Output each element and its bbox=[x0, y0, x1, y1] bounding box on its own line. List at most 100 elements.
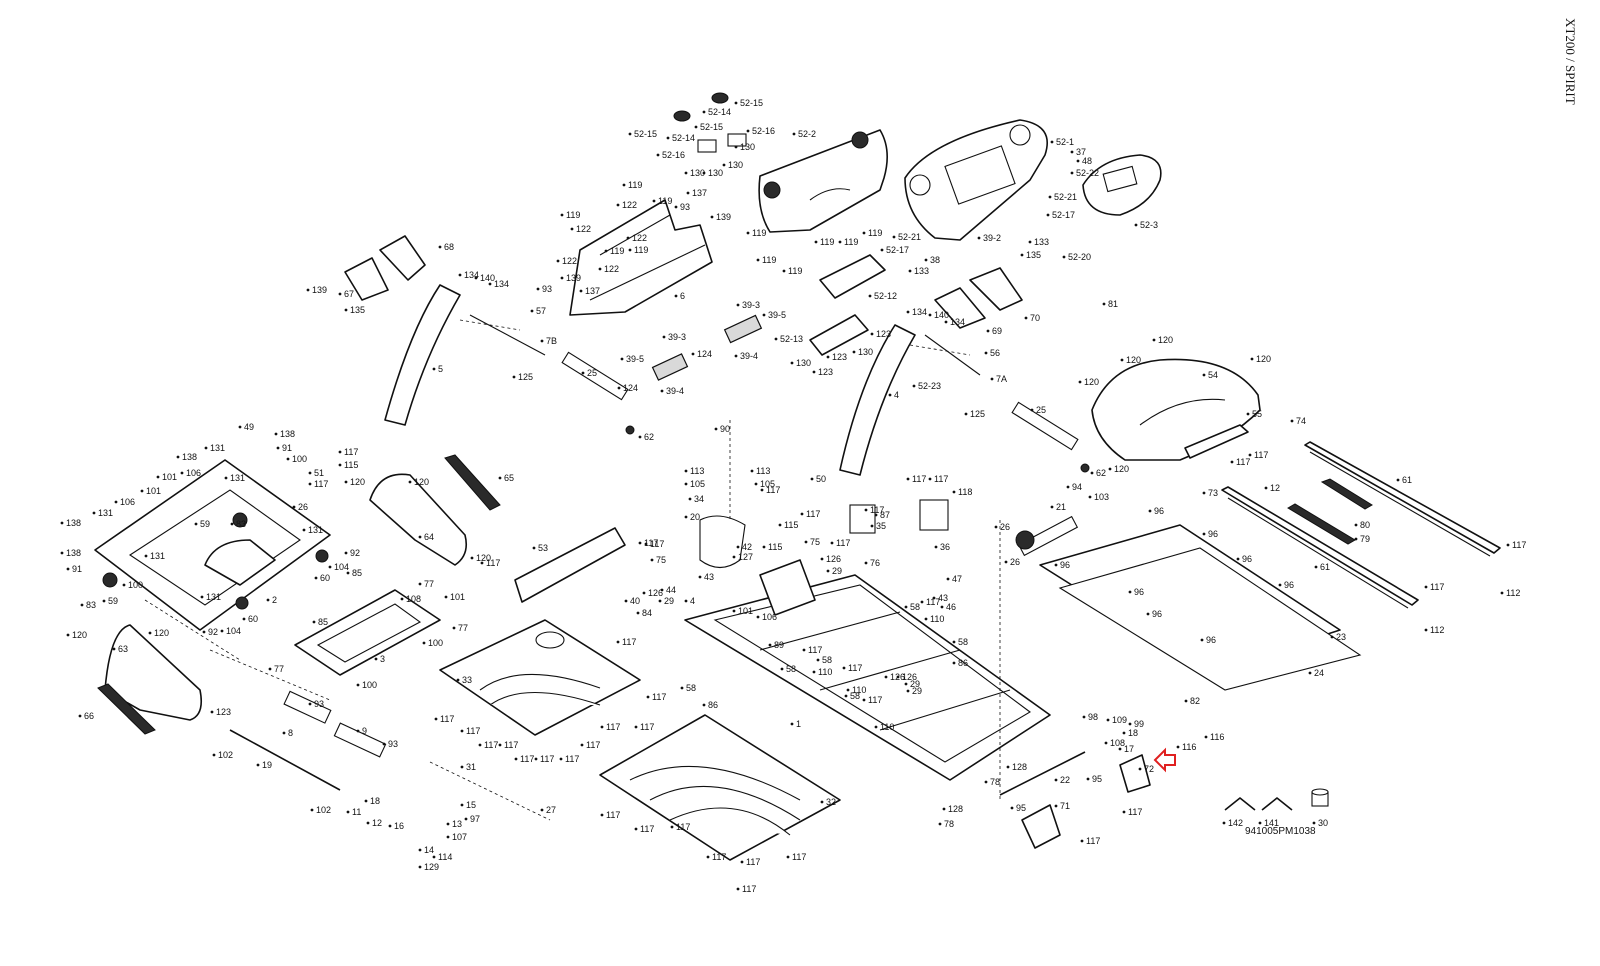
callout-number: 52-21 bbox=[898, 232, 921, 242]
callout-dot bbox=[580, 743, 584, 747]
callout-dot bbox=[896, 675, 900, 679]
callout-dot bbox=[826, 569, 830, 573]
callout-c231: 47 bbox=[946, 574, 962, 584]
callout-c252: 58 bbox=[816, 655, 832, 665]
callout-number: 52-17 bbox=[1052, 210, 1075, 220]
callout-number: 138 bbox=[182, 452, 197, 462]
callout-c227: 117 bbox=[906, 474, 926, 484]
console-holder-12 bbox=[819, 254, 886, 299]
callout-number: 110 bbox=[852, 685, 866, 695]
callout-c286: 71 bbox=[1054, 801, 1070, 811]
callout-c47: 137 bbox=[579, 286, 600, 296]
callout-dot bbox=[646, 695, 650, 699]
callout-c202: 129 bbox=[418, 862, 439, 872]
callout-number: 109 bbox=[1112, 715, 1127, 725]
callout-dot bbox=[418, 535, 422, 539]
callout-number: 130 bbox=[708, 168, 723, 178]
callout-number: 125 bbox=[518, 372, 533, 382]
callout-c264: 86 bbox=[952, 658, 968, 668]
callout-dot bbox=[604, 249, 608, 253]
callout-dot bbox=[736, 887, 740, 891]
callout-dot bbox=[634, 725, 638, 729]
callout-number: 117 bbox=[606, 722, 620, 732]
callout-dot bbox=[102, 599, 106, 603]
leader-lines bbox=[144, 319, 1001, 800]
callout-number: 128 bbox=[1012, 762, 1027, 772]
callout-number: 138 bbox=[66, 518, 81, 528]
callout-number: 120 bbox=[1126, 355, 1141, 365]
callout-c78: 69 bbox=[986, 326, 1002, 336]
callout-number: 17 bbox=[1124, 744, 1134, 754]
callout-dot bbox=[1070, 171, 1074, 175]
callout-c145: 59 bbox=[194, 519, 210, 529]
callout-number: 104 bbox=[334, 562, 349, 572]
callout-c25: 38 bbox=[924, 255, 940, 265]
callout-dot bbox=[1200, 638, 1204, 642]
callout-c48: 6 bbox=[674, 291, 685, 301]
callout-dot bbox=[862, 698, 866, 702]
callout-number: 52-17 bbox=[886, 245, 909, 255]
callout-number: 101 bbox=[146, 486, 161, 496]
callout-number: 110 bbox=[880, 722, 894, 732]
callout-number: 89 bbox=[774, 640, 784, 650]
callout-c124: 94 bbox=[1066, 482, 1082, 492]
callout-c10: 130 bbox=[722, 160, 743, 170]
callout-number: 131 bbox=[210, 443, 225, 453]
callout-dot bbox=[1118, 747, 1122, 751]
callout-number: 120 bbox=[350, 477, 365, 487]
callout-c69: 39-4 bbox=[660, 386, 684, 396]
callout-c302: 117 bbox=[634, 824, 654, 834]
callout-number: 65 bbox=[504, 473, 514, 483]
callout-c16: 52-22 bbox=[1070, 168, 1099, 178]
handlebar-tubes bbox=[469, 314, 1090, 473]
callout-dot bbox=[880, 248, 884, 252]
callout-number: 94 bbox=[1072, 482, 1082, 492]
callout-number: 117 bbox=[934, 474, 948, 484]
callout-number: 71 bbox=[1060, 801, 1070, 811]
callout-number: 30 bbox=[1318, 818, 1328, 828]
callout-c80: 134 bbox=[906, 307, 927, 317]
callout-c97: 54 bbox=[1202, 370, 1218, 380]
callout-c55: 134 bbox=[488, 279, 509, 289]
callout-number: 140 bbox=[480, 273, 495, 283]
callout-number: 122 bbox=[622, 200, 637, 210]
callout-dot bbox=[790, 722, 794, 726]
callout-number: 119 bbox=[868, 228, 882, 238]
callout-dot bbox=[774, 337, 778, 341]
callout-c281: 82 bbox=[1184, 696, 1200, 706]
callout-dot bbox=[302, 528, 306, 532]
callout-dot bbox=[1054, 563, 1058, 567]
callout-number: 117 bbox=[440, 714, 454, 724]
callout-number: 106 bbox=[762, 612, 777, 622]
rear-roller-22 bbox=[999, 751, 1086, 796]
callout-dot bbox=[1248, 453, 1252, 457]
callout-c270: 128 bbox=[942, 804, 963, 814]
callout-c133: 117 bbox=[338, 447, 358, 457]
callout-dot bbox=[684, 599, 688, 603]
callout-dot bbox=[1046, 213, 1050, 217]
callout-c19: 52-21 bbox=[892, 232, 921, 242]
callout-dot bbox=[820, 557, 824, 561]
callout-c229: 118 bbox=[952, 487, 972, 497]
callout-number: 117 bbox=[650, 539, 664, 549]
callout-dot bbox=[488, 282, 492, 286]
callout-c109: 117 bbox=[1506, 540, 1526, 550]
callout-number: 123 bbox=[832, 352, 847, 362]
callout-number: 22 bbox=[1060, 775, 1070, 785]
callout-number: 113 bbox=[756, 466, 770, 476]
callout-number: 99 bbox=[1134, 719, 1144, 729]
callout-dot bbox=[456, 678, 460, 682]
callout-c96: 120 bbox=[1078, 377, 1099, 387]
callout-c224: 126 bbox=[820, 554, 841, 564]
callout-number: 58 bbox=[850, 691, 860, 701]
callout-number: 140 bbox=[934, 310, 949, 320]
callout-c307: 117 bbox=[736, 884, 756, 894]
callout-number: 51 bbox=[314, 468, 324, 478]
callout-dot bbox=[308, 702, 312, 706]
callout-number: 123 bbox=[876, 329, 891, 339]
callout-dot bbox=[984, 351, 988, 355]
callout-dot bbox=[754, 482, 758, 486]
console-bracket-6 bbox=[569, 199, 713, 316]
callout-c82: 134 bbox=[944, 317, 965, 327]
